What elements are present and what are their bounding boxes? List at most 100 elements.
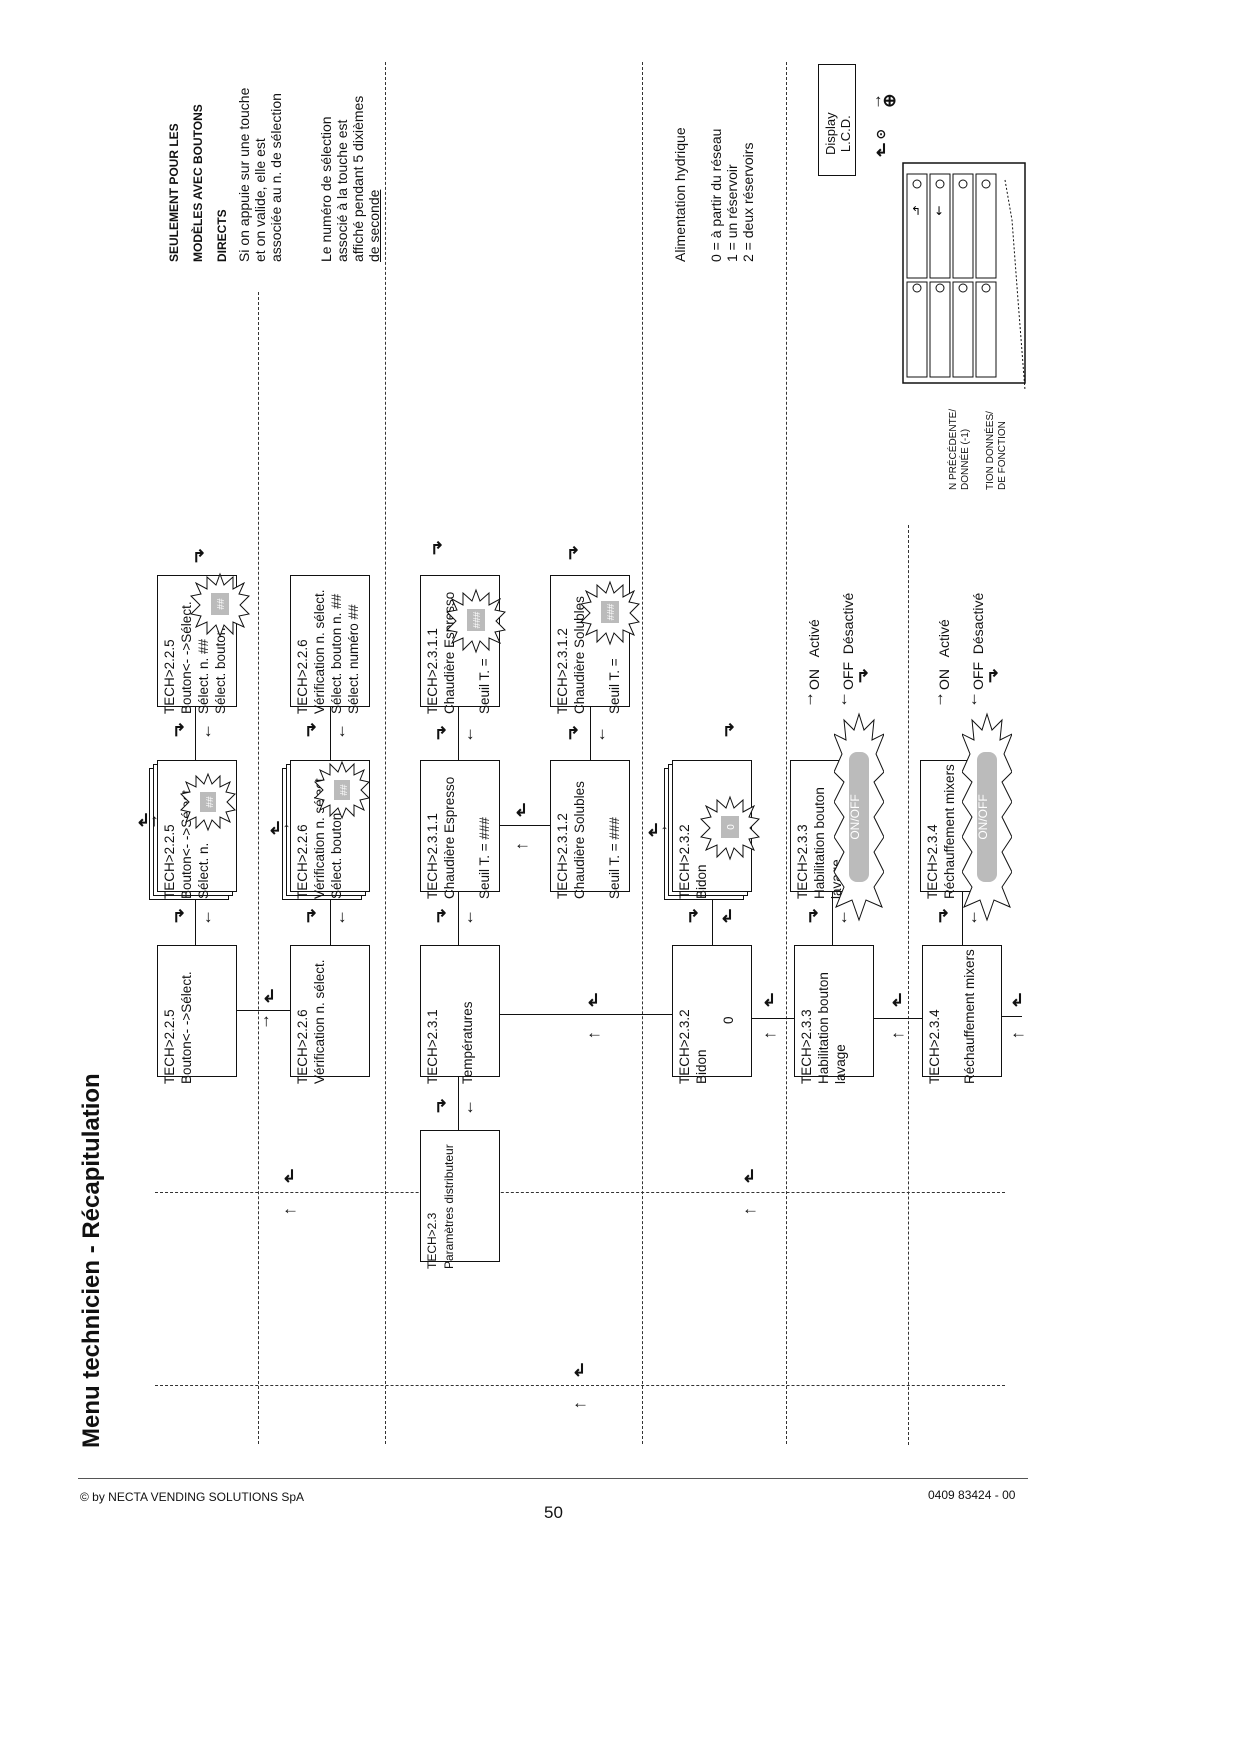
enter-arrow-icon: ↱	[430, 539, 445, 558]
up-arrow-icon: ↑⊕	[874, 91, 897, 110]
direct-buttons-heading: SEULEMENT POUR LES MODÈLES AVEC BOUTONS …	[167, 104, 229, 262]
blink-burst-icon: ###	[580, 580, 640, 646]
right-arrow-icon: ↲↑	[646, 821, 669, 840]
right-arrow-icon: ↲↑	[136, 811, 159, 830]
connector	[590, 705, 591, 760]
up-arrow-icon: ↑	[936, 689, 945, 708]
down-arrow-icon: ↓	[338, 721, 347, 740]
enter-arrow-icon: ↱	[434, 724, 449, 743]
down-arrow-icon: ↓	[466, 907, 475, 926]
right-arrow-icon: ↲	[514, 801, 529, 820]
right-arrow-icon: ↲	[742, 1167, 757, 1186]
connector	[1002, 1016, 1022, 1017]
svg-text:ON/OFF: ON/OFF	[848, 794, 862, 839]
doc-code: 0409 83424 - 00	[928, 1488, 1016, 1502]
onoff-burst-icon: ON/OFF	[962, 712, 1012, 922]
enter-arrow-icon: ↱	[856, 667, 871, 686]
copyright: © by NECTA VENDING SOLUTIONS SpA	[80, 1490, 305, 1504]
down-arrow-icon: ↓	[466, 1097, 475, 1116]
right-arrow-icon: ↲	[720, 907, 735, 926]
svg-text:##: ##	[205, 796, 216, 808]
enter-arrow-icon: ↱	[192, 547, 207, 566]
enter-arrow-icon: ↱	[566, 544, 581, 563]
connector	[498, 825, 550, 826]
connector	[498, 1014, 674, 1015]
svg-text:##: ##	[339, 784, 350, 796]
enter-arrow-icon: ↱	[686, 907, 701, 926]
divider-1	[258, 292, 259, 1444]
enter-arrow-icon: ↱	[434, 1097, 449, 1116]
legend-1: N PRÉCÉDENTE/DONNÉE (-1)	[948, 408, 971, 490]
down-arrow-icon: ↓	[466, 724, 475, 743]
direct-buttons-text: Si on appuie sur une touche et on valide…	[236, 87, 284, 262]
blink-burst-icon: ###	[446, 588, 506, 654]
blink-burst-icon: ##	[314, 760, 370, 820]
on-option: ON Activé	[936, 619, 952, 690]
connector	[236, 1010, 290, 1011]
connector	[458, 1075, 459, 1130]
right-arrow-icon: ↲	[762, 991, 777, 1010]
footer-rule	[78, 1478, 1028, 1479]
left-arrow-icon: ←	[586, 1023, 603, 1042]
divider-5	[908, 525, 909, 1445]
hdivider-2	[155, 1385, 1005, 1386]
selection-note: Le numéro de sélection associé à la touc…	[318, 95, 382, 262]
water-supply-title: Alimentation hydrique	[672, 127, 688, 262]
right-arrow-icon: ↲	[586, 991, 601, 1010]
left-arrow-icon: ←	[1010, 1023, 1027, 1042]
off-option: OFF Désactivé	[840, 592, 856, 690]
blink-burst-icon: ##	[190, 572, 250, 638]
down-arrow-icon: ↓	[338, 907, 347, 926]
right-arrow-icon: ↲	[572, 1361, 587, 1380]
legend-2: TION DONNÉES/DE FONCTION	[985, 411, 1008, 490]
left-arrow-icon: ←	[890, 1023, 907, 1042]
svg-text:###: ###	[606, 603, 617, 620]
svg-text:##: ##	[216, 598, 227, 610]
page-number: 50	[544, 1503, 563, 1522]
enter-arrow-icon: ↱	[936, 907, 951, 926]
svg-text:0: 0	[726, 824, 737, 830]
connector	[712, 890, 713, 945]
down-arrow-icon: ↓	[840, 689, 849, 708]
connector	[832, 890, 833, 945]
off-option: OFF Désactivé	[970, 592, 986, 690]
divider-3	[642, 62, 643, 1444]
keypad-diagram: ↰ ↓	[902, 162, 1026, 391]
up-arrow-icon: ↑	[806, 689, 815, 708]
down-arrow-icon: ↓	[970, 907, 979, 926]
connector	[750, 1018, 794, 1019]
blink-burst-icon: ##	[180, 772, 236, 832]
right-arrow-icon: ↲	[262, 987, 277, 1006]
left-arrow-icon: ←	[742, 1199, 759, 1218]
enter-arrow-icon: ↱	[304, 721, 319, 740]
down-arrow-icon: ↓	[840, 907, 849, 926]
svg-text:###: ###	[472, 611, 483, 628]
enter-arrow-icon: ↱	[566, 724, 581, 743]
enter-arrow-icon: ↱	[806, 907, 821, 926]
enter-arrow-icon: ↱	[172, 721, 187, 740]
left-arrow-icon: ←	[572, 1393, 589, 1412]
right-arrow-icon: ↲↑	[268, 819, 291, 838]
down-arrow-icon: ↲	[874, 141, 889, 160]
down-arrow-icon: ↓	[598, 724, 607, 743]
display-lcd-box: Display L.C.D.	[818, 64, 856, 176]
down-arrow-icon: ↓	[970, 689, 979, 708]
page-title: Menu technicien - Récapitulation	[78, 1073, 105, 1448]
hdivider-1	[155, 1192, 1005, 1193]
down-arrow-icon: ↓	[204, 721, 213, 740]
enter-arrow-icon: ↱	[986, 667, 1001, 686]
enter-arrow-icon: ↱	[172, 907, 187, 926]
down-arrow-icon: ↓	[204, 907, 213, 926]
on-option: ON Activé	[806, 619, 822, 690]
right-arrow-icon: ↲	[1010, 991, 1025, 1010]
svg-text:↰: ↰	[911, 204, 921, 218]
right-arrow-icon: ↲	[890, 991, 905, 1010]
